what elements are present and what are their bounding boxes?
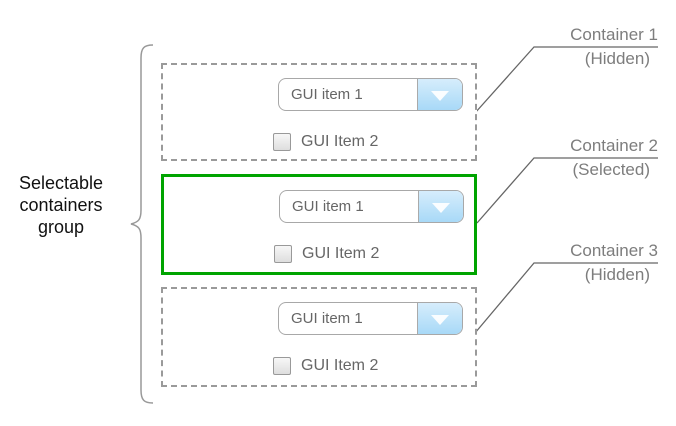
container-3-checkbox-row[interactable]: GUI Item 2	[273, 357, 378, 375]
callout-title: Container 3	[570, 241, 658, 260]
dropdown-arrow-button[interactable]	[418, 191, 463, 222]
callout-state: (Hidden)	[584, 49, 650, 68]
container-1-dropdown[interactable]: GUI item 1	[278, 78, 463, 111]
container-1-checkbox-row[interactable]: GUI Item 2	[273, 133, 378, 151]
dropdown-value: GUI item 1	[291, 310, 363, 327]
container-2[interactable]: GUI item 1 GUI Item 2	[161, 174, 477, 275]
callout-container-1: Container 1 (Hidden)	[478, 24, 658, 70]
callout-state: (Hidden)	[584, 265, 650, 284]
checkbox-label: GUI Item 2	[301, 357, 379, 374]
group-label: Selectable containers group	[18, 173, 104, 237]
callout-title: Container 2	[570, 136, 658, 155]
checkbox-label: GUI Item 2	[302, 245, 380, 262]
container-1[interactable]: GUI item 1 GUI Item 2	[161, 63, 477, 161]
dropdown-value: GUI item 1	[292, 198, 364, 215]
chevron-down-icon	[431, 314, 449, 325]
callout-title: Container 1	[570, 25, 658, 44]
dropdown-arrow-button[interactable]	[417, 303, 462, 334]
dropdown-value: GUI item 1	[291, 86, 363, 103]
chevron-down-icon	[431, 90, 449, 101]
checkbox-icon[interactable]	[273, 133, 291, 151]
chevron-down-icon	[432, 202, 450, 213]
container-3[interactable]: GUI item 1 GUI Item 2	[161, 287, 477, 387]
group-brace	[130, 44, 154, 404]
callout-container-2: Container 2 (Selected)	[478, 135, 658, 181]
container-3-dropdown[interactable]: GUI item 1	[278, 302, 463, 335]
checkbox-icon[interactable]	[273, 357, 291, 375]
callout-container-3: Container 3 (Hidden)	[478, 240, 658, 286]
checkbox-icon[interactable]	[274, 245, 292, 263]
checkbox-label: GUI Item 2	[301, 133, 379, 150]
container-2-dropdown[interactable]: GUI item 1	[279, 190, 464, 223]
container-2-checkbox-row[interactable]: GUI Item 2	[274, 245, 379, 263]
dropdown-arrow-button[interactable]	[417, 79, 462, 110]
callout-state: (Selected)	[572, 160, 650, 179]
